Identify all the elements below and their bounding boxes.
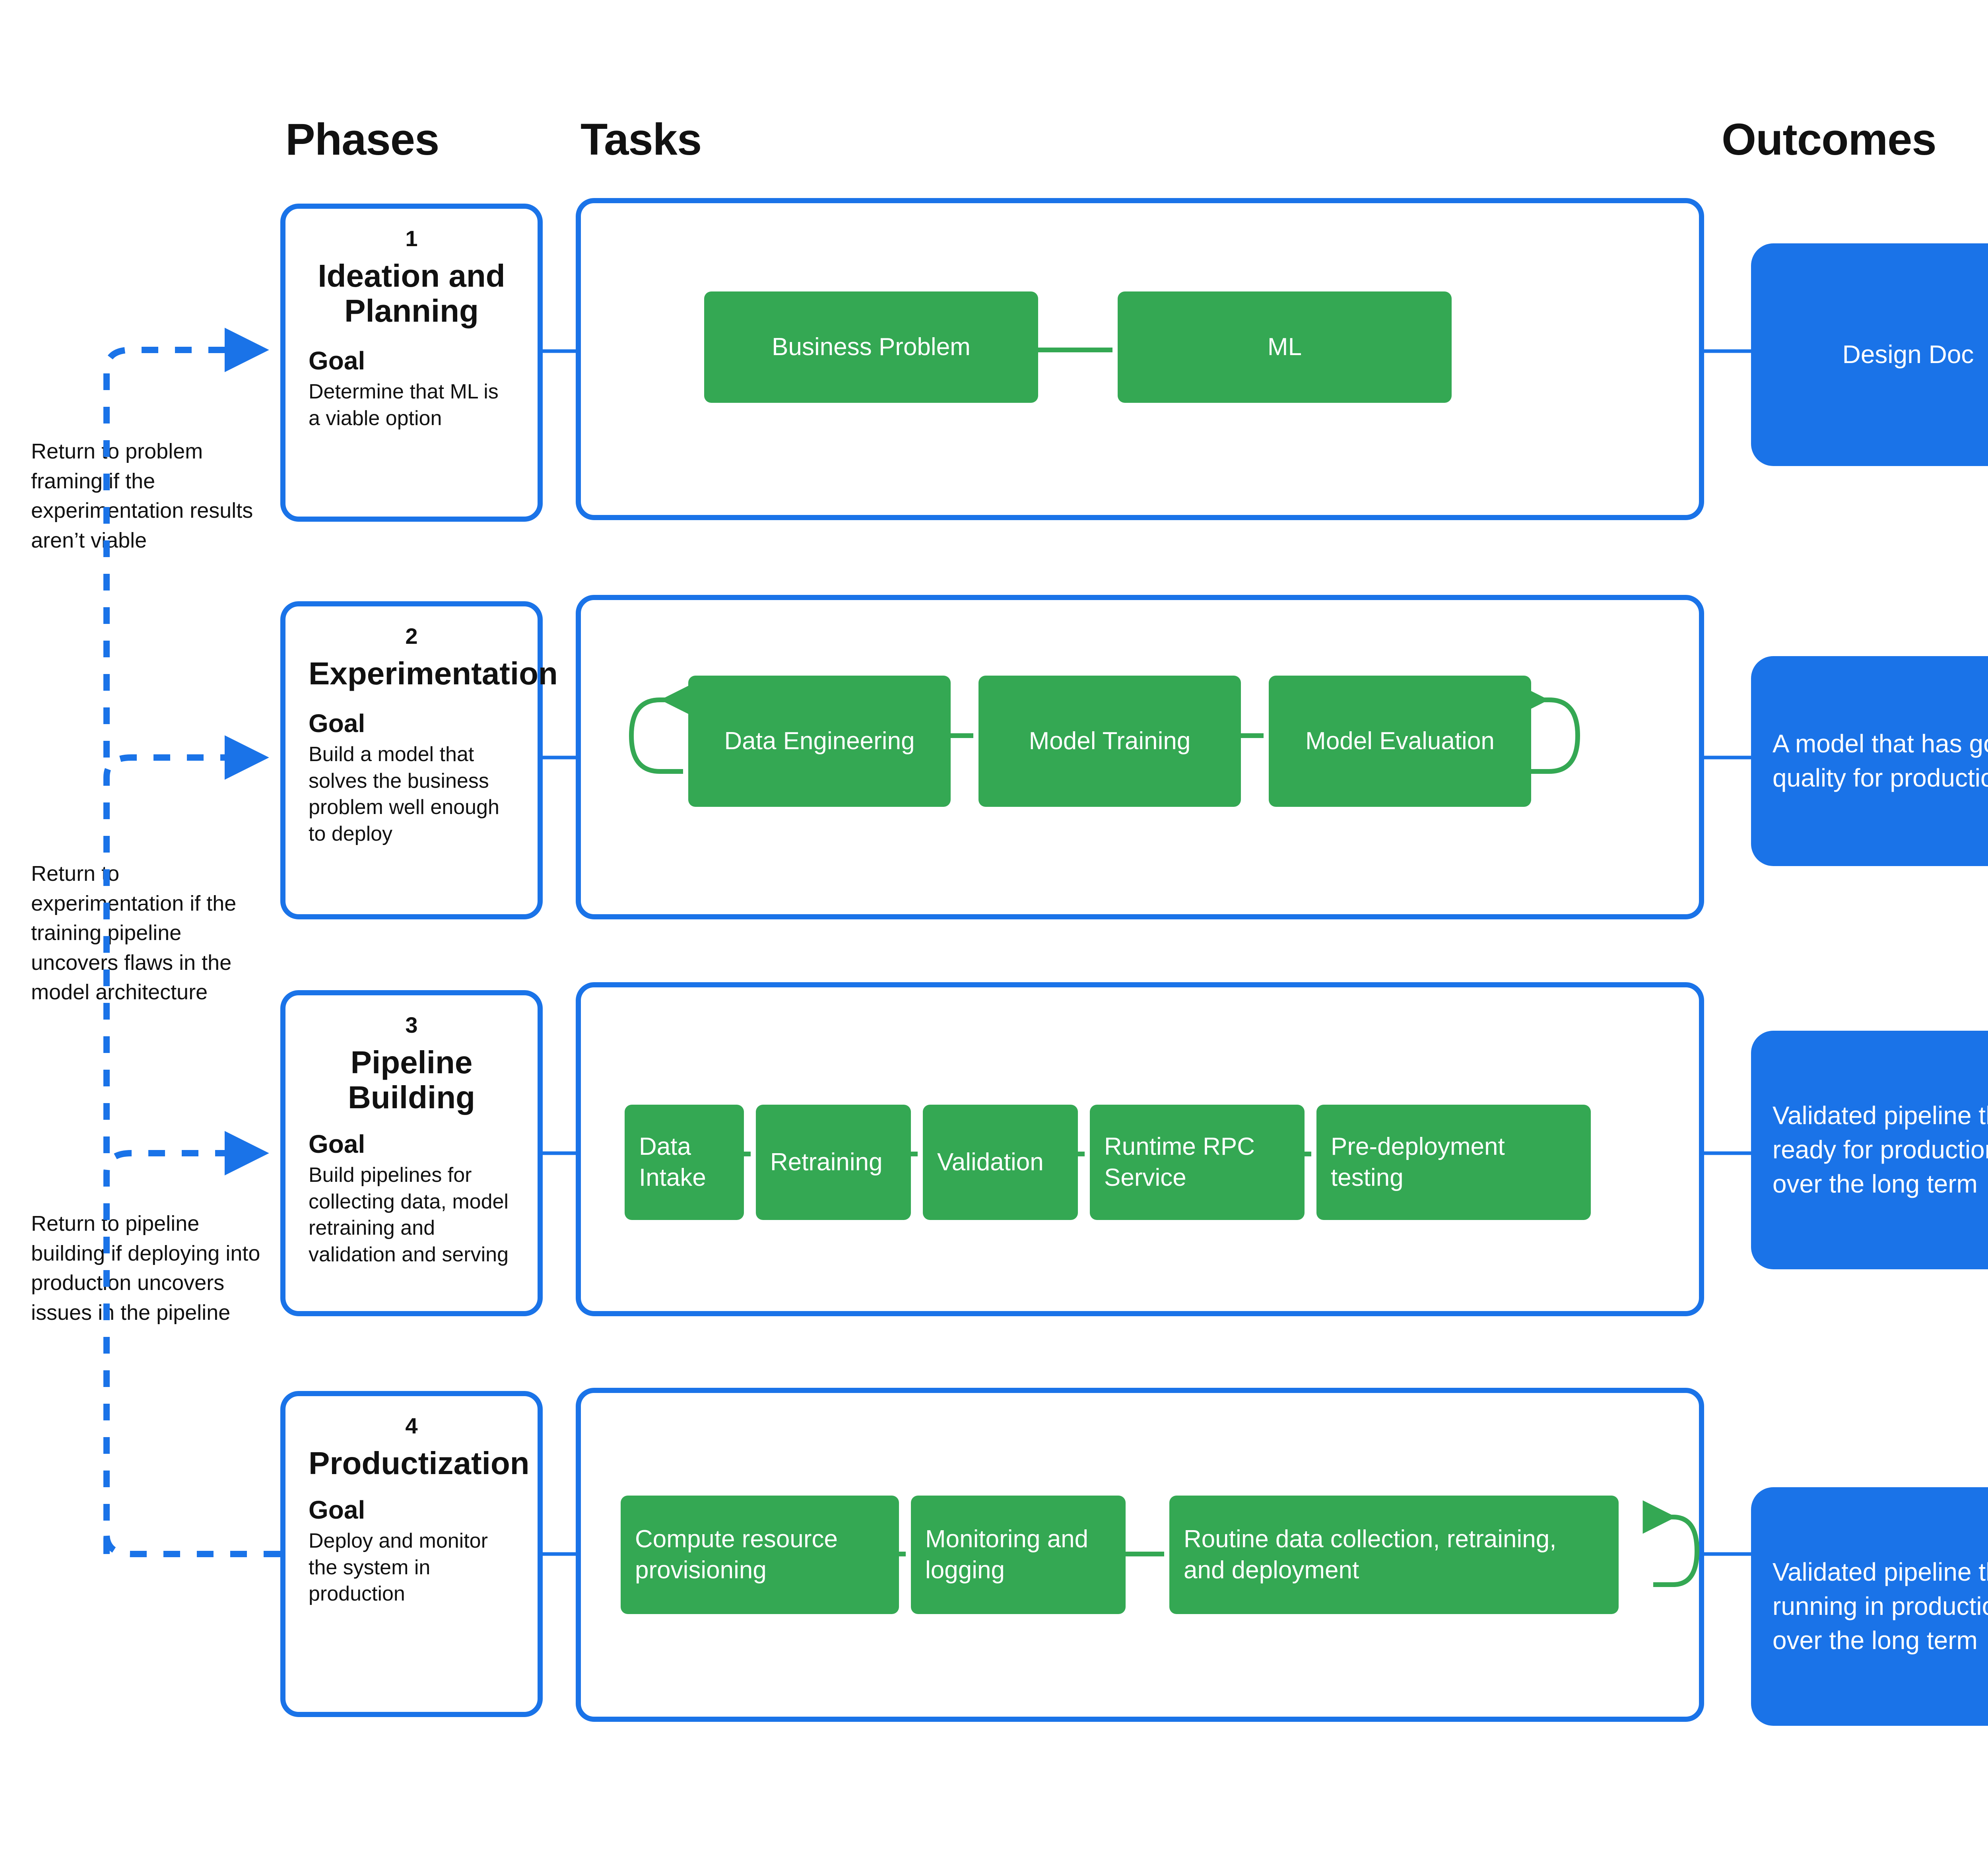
- phase-1-goal-label: Goal: [309, 346, 365, 375]
- task-box-monitoring-and-logging[interactable]: Monitoring and logging: [911, 1496, 1126, 1614]
- column-header-tasks: Tasks: [580, 115, 702, 164]
- phase-card-2[interactable]: 2 Experimentation Goal Build a model tha…: [280, 601, 558, 919]
- annotation-return-to-pipeline-building: Return to pipeline building if deploying…: [31, 1212, 260, 1325]
- phase-2-title: Experimentation: [309, 656, 558, 691]
- phase-card-3[interactable]: 3 Pipeline Building Goal Build pipelines…: [280, 990, 543, 1316]
- phase-3-goal-label: Goal: [309, 1130, 365, 1158]
- outcome-box-2[interactable]: A model that has good quality for produc…: [1751, 656, 1988, 866]
- task-box-model-evaluation[interactable]: Model Evaluation: [1269, 676, 1531, 807]
- phase-2-number: 2: [405, 624, 418, 649]
- task-box-runtime-rpc-service[interactable]: Runtime RPC Service: [1090, 1105, 1305, 1220]
- phase-3-number: 3: [405, 1012, 418, 1037]
- phase-1-title: Ideation and Planning: [318, 258, 505, 328]
- task-box-pre-deployment-testing[interactable]: Pre-deployment testing: [1316, 1105, 1591, 1220]
- outcome-box-3[interactable]: Validated pipeline that’s ready for prod…: [1751, 1031, 1988, 1269]
- phase-1-goal-text: Determine that ML is a viable option: [309, 380, 499, 430]
- phase-3-goal-text: Build pipelines for collecting data, mod…: [309, 1164, 509, 1266]
- outcome-box-1[interactable]: Design Doc: [1751, 243, 1988, 466]
- phase-3-title: Pipeline Building: [348, 1045, 475, 1115]
- task-box-routine-data-collection[interactable]: Routine data collection, retraining, and…: [1169, 1496, 1619, 1614]
- annotation-return-to-problem-framing: Return to problem framing if the experim…: [31, 439, 253, 552]
- phase-4-number: 4: [405, 1413, 418, 1438]
- task-box-ml[interactable]: ML: [1118, 291, 1452, 403]
- task-panel-3: Data Intake Retraining Validation Runtim…: [576, 982, 1704, 1316]
- phase-4-title: Productization: [309, 1445, 530, 1481]
- phase-1-number: 1: [405, 226, 418, 251]
- phase-4-goal-text: Deploy and monitor the system in product…: [309, 1529, 488, 1606]
- task-to-outcome-connectors: [1704, 349, 1751, 1556]
- column-header-outcomes: Outcomes: [1722, 115, 1937, 164]
- column-header-phases: Phases: [285, 115, 439, 164]
- task-box-data-intake[interactable]: Data Intake: [625, 1105, 744, 1220]
- phase-card-1[interactable]: 1 Ideation and Planning Goal Determine t…: [280, 204, 543, 522]
- phase-2-goal-text: Build a model that solves the business p…: [309, 743, 499, 845]
- task-box-data-engineering[interactable]: Data Engineering: [688, 676, 951, 807]
- task-panel-2: Data Engineering Model Training Model Ev…: [576, 595, 1704, 919]
- task-panel-4: Compute resource provisioning Monitoring…: [576, 1388, 1704, 1722]
- annotation-return-to-experimentation: Return to experimentation if the trainin…: [31, 862, 237, 1004]
- phase-2-goal-label: Goal: [309, 709, 365, 738]
- phase-4-goal-label: Goal: [309, 1496, 365, 1524]
- task-box-business-problem[interactable]: Business Problem: [704, 291, 1038, 403]
- feedback-arrow-4-stub: [103, 1519, 280, 1557]
- task-box-model-training[interactable]: Model Training: [978, 676, 1241, 807]
- phase-card-4[interactable]: 4 Productization Goal Deploy and monitor…: [280, 1391, 543, 1717]
- task-box-retraining[interactable]: Retraining: [756, 1105, 911, 1220]
- outcome-box-4[interactable]: Validated pipeline that’s running in pro…: [1751, 1487, 1988, 1726]
- phase-to-task-connectors: [543, 349, 576, 1556]
- task-panel-1: Business Problem ML: [576, 198, 1704, 520]
- task-box-validation[interactable]: Validation: [923, 1105, 1078, 1220]
- task-box-compute-resource-provisioning[interactable]: Compute resource provisioning: [621, 1496, 899, 1614]
